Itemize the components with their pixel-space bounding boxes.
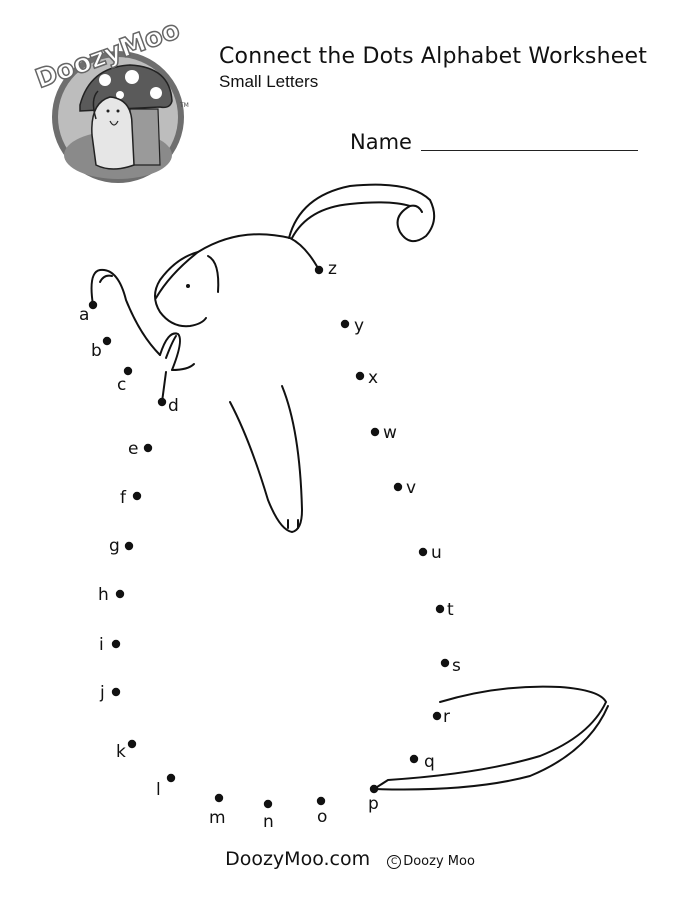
- dot-label: w: [383, 423, 397, 443]
- dot-label: y: [354, 316, 364, 336]
- dot-label: m: [209, 808, 226, 828]
- dot-marker[interactable]: [132, 491, 142, 501]
- dot-label: z: [328, 259, 337, 279]
- dot-label: k: [116, 742, 126, 762]
- dot-m[interactable]: m: [209, 793, 226, 828]
- dot-points: abc d e f g h i j k l m n o p q r s t u v w x y z: [79, 259, 461, 832]
- dot-z[interactable]: z: [314, 259, 337, 279]
- dot-marker[interactable]: [115, 589, 125, 599]
- dot-c[interactable]: c: [117, 366, 133, 395]
- dot-x[interactable]: x: [355, 368, 378, 388]
- dot-marker[interactable]: [111, 687, 121, 697]
- dot-label: x: [368, 368, 378, 388]
- dot-e[interactable]: e: [128, 439, 153, 459]
- dot-label: t: [447, 600, 454, 620]
- dot-label: r: [443, 707, 450, 727]
- dot-marker[interactable]: [409, 754, 419, 764]
- dot-label: p: [368, 794, 379, 814]
- logo-trademark: TM: [179, 102, 189, 109]
- dot-marker[interactable]: [369, 784, 379, 794]
- dot-marker[interactable]: [314, 265, 324, 275]
- dot-marker[interactable]: [166, 773, 176, 783]
- worksheet-subtitle: Small Letters: [219, 72, 319, 91]
- dot-label: e: [128, 439, 138, 459]
- dot-label: f: [120, 488, 127, 508]
- dot-p[interactable]: p: [368, 784, 379, 814]
- dot-marker[interactable]: [263, 799, 273, 809]
- dot-marker[interactable]: [370, 427, 380, 437]
- dot-l[interactable]: l: [156, 773, 176, 800]
- dot-label: l: [156, 780, 161, 800]
- dot-r[interactable]: r: [432, 707, 450, 727]
- dot-o[interactable]: o: [316, 796, 328, 827]
- copyright-owner: Doozy Moo: [403, 854, 475, 869]
- dot-marker[interactable]: [316, 796, 326, 806]
- dot-s[interactable]: s: [440, 656, 461, 676]
- dot-d[interactable]: d: [157, 396, 179, 416]
- dot-marker[interactable]: [440, 658, 450, 668]
- dot-label: n: [263, 812, 274, 832]
- dot-a[interactable]: a: [79, 300, 98, 325]
- dot-marker[interactable]: [157, 397, 167, 407]
- eye: [186, 284, 190, 288]
- dot-marker[interactable]: [102, 336, 112, 346]
- dot-label: v: [406, 478, 416, 498]
- dot-h[interactable]: h: [98, 585, 125, 605]
- doozymoo-logo: DoozyMoo TM: [31, 15, 189, 183]
- outline-art: [90, 183, 609, 791]
- dot-marker[interactable]: [123, 366, 133, 376]
- dot-label: g: [109, 536, 120, 556]
- dot-k[interactable]: k: [116, 739, 137, 762]
- dot-marker[interactable]: [88, 300, 98, 310]
- dot-t[interactable]: t: [435, 600, 454, 620]
- dot-label: a: [79, 305, 89, 325]
- footer-site: DoozyMoo.com: [225, 848, 371, 870]
- dot-label: c: [117, 375, 126, 395]
- dot-label: b: [91, 341, 102, 361]
- dot-n[interactable]: n: [263, 799, 274, 832]
- dot-marker[interactable]: [393, 482, 403, 492]
- dot-marker[interactable]: [340, 319, 350, 329]
- dot-y[interactable]: y: [340, 316, 364, 336]
- name-label: Name: [350, 130, 412, 154]
- copyright-icon: C: [387, 854, 402, 869]
- dot-label: i: [99, 635, 104, 655]
- worksheet-title: Connect the Dots Alphabet Worksheet: [219, 44, 648, 69]
- dot-j[interactable]: j: [99, 683, 121, 703]
- dot-label: d: [168, 396, 179, 416]
- dot-w[interactable]: w: [370, 423, 397, 443]
- dot-marker[interactable]: [435, 604, 445, 614]
- dot-label: h: [98, 585, 109, 605]
- dot-marker[interactable]: [432, 711, 442, 721]
- dot-marker[interactable]: [127, 739, 137, 749]
- dot-g[interactable]: g: [109, 536, 134, 556]
- dot-marker[interactable]: [143, 443, 153, 453]
- dot-i[interactable]: i: [99, 635, 121, 655]
- dot-marker[interactable]: [214, 793, 224, 803]
- dot-label: s: [452, 656, 461, 676]
- dot-v[interactable]: v: [393, 478, 416, 498]
- dot-q[interactable]: q: [409, 752, 435, 772]
- dot-marker[interactable]: [418, 547, 428, 557]
- dot-label: o: [317, 807, 327, 827]
- dot-label: j: [99, 683, 105, 703]
- dot-b[interactable]: b: [91, 336, 112, 361]
- dot-marker[interactable]: [111, 639, 121, 649]
- dot-label: q: [424, 752, 435, 772]
- dot-marker[interactable]: [355, 371, 365, 381]
- dot-f[interactable]: f: [120, 488, 142, 508]
- dot-u[interactable]: u: [418, 543, 442, 563]
- dot-label: u: [431, 543, 442, 563]
- name-write-line[interactable]: [421, 150, 638, 151]
- dot-marker[interactable]: [124, 541, 134, 551]
